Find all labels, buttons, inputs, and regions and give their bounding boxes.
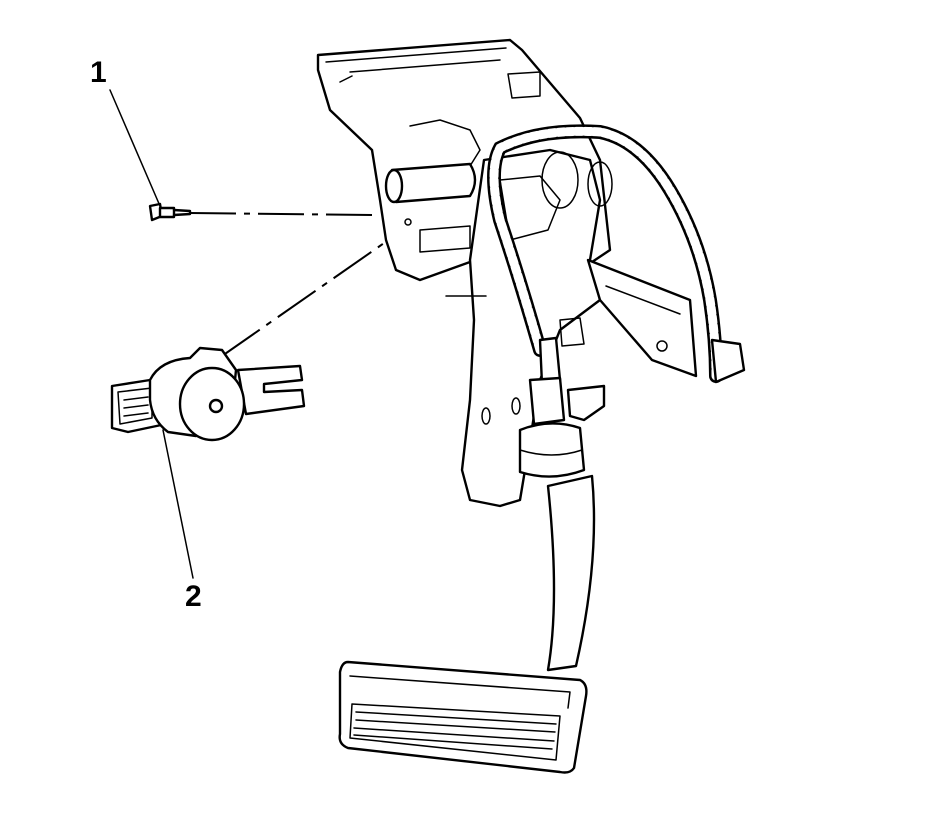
- callout-2-leader: [162, 429, 194, 579]
- sensor-alignment-line: [221, 224, 411, 357]
- pedal-lever: [518, 376, 606, 672]
- callout-label-2: 2: [185, 580, 202, 613]
- callout-label-1: 1: [90, 56, 107, 89]
- fastener-bolt: [148, 202, 192, 222]
- pedal-pad: [338, 660, 588, 774]
- pedal-position-sensor: [110, 346, 306, 442]
- bolt-alignment-line: [189, 212, 373, 216]
- callout-1-leader: [109, 89, 161, 207]
